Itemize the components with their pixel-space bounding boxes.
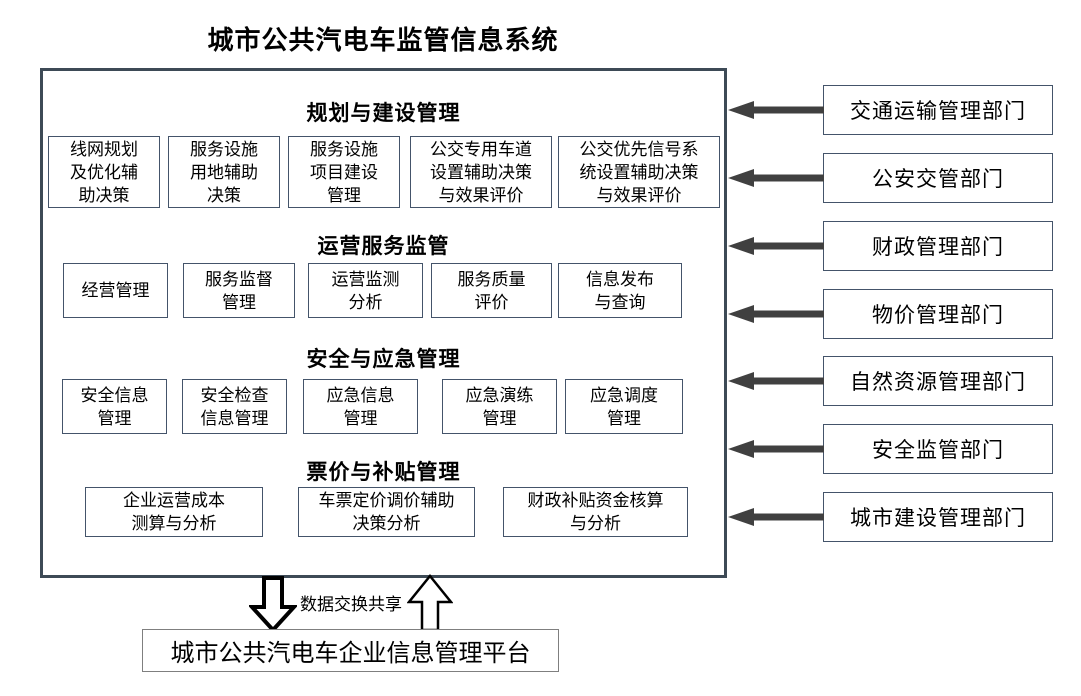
- module-box: 公交专用车道 设置辅助决策 与效果评价: [410, 136, 552, 208]
- left-arrow-icon: [728, 440, 824, 458]
- up-arrow-icon: [407, 574, 453, 632]
- department-box: 自然资源管理部门: [823, 356, 1053, 406]
- department-box: 安全监管部门: [823, 424, 1053, 474]
- department-box: 公安交管部门: [823, 153, 1053, 203]
- department-box: 城市建设管理部门: [823, 492, 1053, 542]
- module-box: 服务监督 管理: [183, 263, 295, 318]
- module-box: 财政补贴资金核算 与分析: [503, 487, 688, 537]
- department-box: 财政管理部门: [823, 221, 1053, 271]
- section-heading-fare: 票价与补贴管理: [306, 461, 461, 484]
- module-box: 应急调度 管理: [565, 379, 683, 434]
- module-box: 服务质量 评价: [431, 263, 552, 318]
- module-box: 应急演练 管理: [442, 379, 557, 434]
- module-box: 企业运营成本 测算与分析: [85, 487, 263, 537]
- section-heading-planning: 规划与建设管理: [306, 102, 461, 125]
- module-box: 运营监测 分析: [308, 263, 423, 318]
- module-box: 车票定价调价辅助 决策分析: [298, 487, 475, 537]
- left-arrow-icon: [728, 305, 824, 323]
- diagram-title: 城市公共汽电车监管信息系统: [207, 25, 559, 55]
- department-box: 物价管理部门: [823, 289, 1053, 339]
- module-box: 服务设施 项目建设 管理: [288, 136, 400, 208]
- module-box: 安全检查 信息管理: [182, 379, 287, 434]
- down-arrow-icon: [249, 576, 297, 633]
- module-box: 线网规划 及优化辅 助决策: [48, 136, 160, 208]
- left-arrow-icon: [728, 237, 824, 255]
- platform-box: 城市公共汽电车企业信息管理平台: [142, 629, 559, 672]
- module-box: 公交优先信号系 统设置辅助决策 与效果评价: [558, 136, 720, 208]
- left-arrow-icon: [728, 169, 824, 187]
- module-box: 经营管理: [63, 263, 168, 318]
- left-arrow-icon: [728, 101, 824, 119]
- module-box: 信息发布 与查询: [558, 263, 682, 318]
- department-box: 交通运输管理部门: [823, 85, 1053, 135]
- section-heading-operation: 运营服务监管: [317, 235, 450, 258]
- left-arrow-icon: [728, 372, 824, 390]
- module-box: 安全信息 管理: [62, 379, 167, 434]
- left-arrow-icon: [728, 508, 824, 526]
- section-heading-safety: 安全与应急管理: [306, 348, 461, 371]
- data-exchange-label: 数据交换共享: [300, 595, 402, 614]
- module-box: 应急信息 管理: [303, 379, 418, 434]
- module-box: 服务设施 用地辅助 决策: [168, 136, 280, 208]
